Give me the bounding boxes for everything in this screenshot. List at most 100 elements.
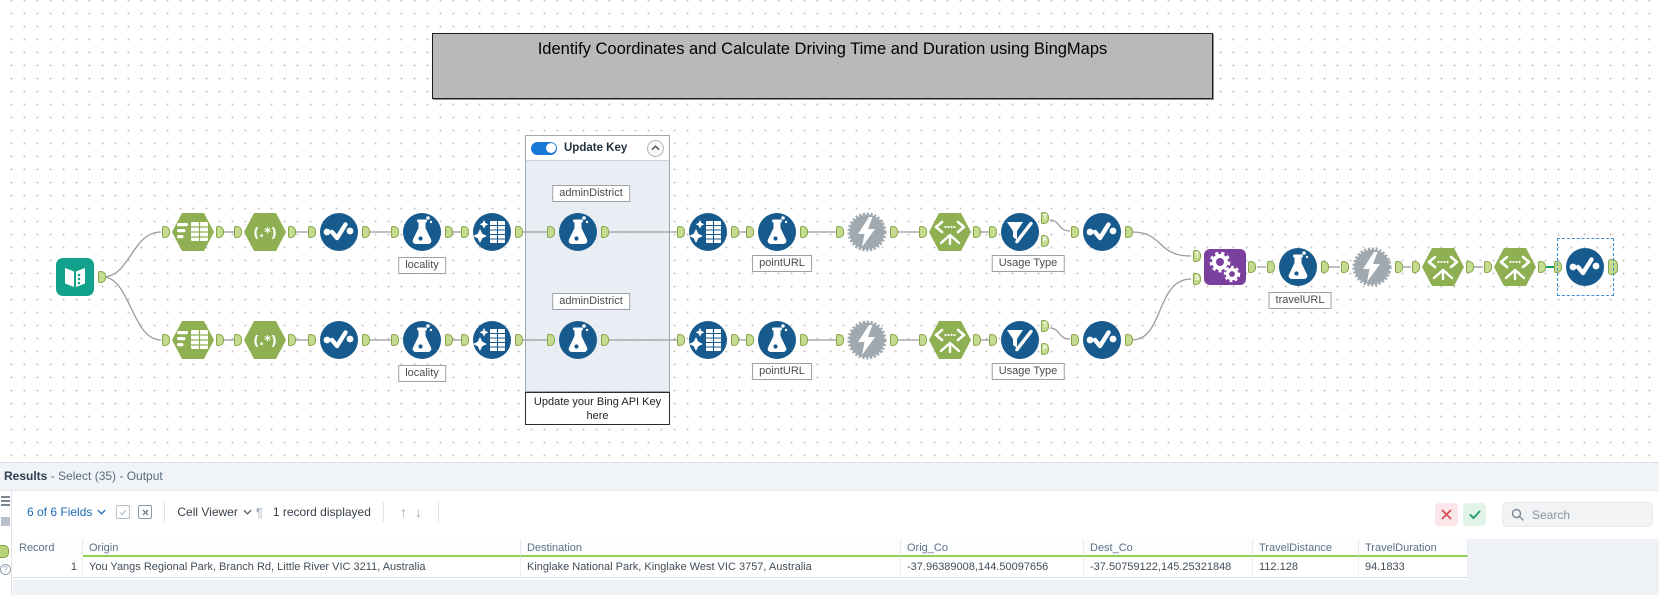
formula-admindistrict-2-tool[interactable] bbox=[547, 320, 609, 360]
column-header[interactable]: TravelDistance bbox=[1253, 539, 1359, 557]
data-cell[interactable]: Kinglake National Park, Kinglake West VI… bbox=[521, 557, 901, 578]
output-anchor[interactable] bbox=[216, 226, 224, 238]
panel-icon[interactable] bbox=[1, 517, 10, 526]
input-anchor[interactable] bbox=[391, 334, 399, 346]
help-icon[interactable]: ? bbox=[0, 564, 11, 575]
formula-pointurl-1-tool[interactable] bbox=[746, 212, 808, 252]
connection-wire[interactable] bbox=[1049, 327, 1071, 340]
input-anchor[interactable] bbox=[1554, 261, 1562, 273]
input-anchor[interactable] bbox=[746, 334, 754, 346]
connection-wire[interactable] bbox=[1049, 219, 1071, 232]
output-anchor[interactable] bbox=[800, 334, 808, 346]
true-output-anchor[interactable]: T bbox=[1041, 320, 1049, 332]
output-anchor[interactable] bbox=[973, 226, 981, 238]
clear-filter-button[interactable] bbox=[1435, 503, 1458, 526]
connection-wire[interactable] bbox=[102, 231, 162, 278]
data-cell[interactable]: -37.50759122,145.25321848 bbox=[1084, 557, 1253, 578]
column-header[interactable]: Orig_Co bbox=[901, 539, 1084, 557]
input-anchor[interactable] bbox=[836, 334, 844, 346]
output-anchor[interactable] bbox=[890, 334, 898, 346]
false-output-anchor[interactable]: F bbox=[1041, 235, 1049, 247]
data-cleansing-4-tool[interactable] bbox=[677, 320, 739, 360]
output-anchor[interactable] bbox=[515, 334, 523, 346]
checkmark-box-icon[interactable] bbox=[116, 505, 131, 519]
formula-admindistrict-1-tool[interactable] bbox=[547, 212, 609, 252]
column-header[interactable]: Origin bbox=[83, 539, 521, 557]
input-anchor[interactable] bbox=[308, 226, 316, 238]
input-anchor[interactable] bbox=[989, 334, 997, 346]
input-anchor[interactable] bbox=[1412, 261, 1420, 273]
output-anchor[interactable] bbox=[1125, 226, 1133, 238]
output-anchor[interactable] bbox=[1125, 334, 1133, 346]
search-box[interactable] bbox=[1502, 502, 1653, 527]
select-4-tool[interactable] bbox=[1071, 320, 1133, 360]
formula-pointurl-2-tool[interactable] bbox=[746, 320, 808, 360]
data-cell[interactable]: 94.1833 bbox=[1359, 557, 1468, 578]
select-1-tool[interactable] bbox=[308, 212, 370, 252]
output-anchor[interactable] bbox=[1395, 261, 1403, 273]
output-anchor[interactable] bbox=[445, 226, 453, 238]
output-anchor[interactable] bbox=[1248, 261, 1256, 273]
output-anchor[interactable] bbox=[800, 226, 808, 238]
input-anchor[interactable] bbox=[234, 226, 242, 238]
text-to-columns-1-tool[interactable] bbox=[162, 212, 224, 252]
output-anchor[interactable] bbox=[601, 334, 609, 346]
data-cleansing-2-tool[interactable] bbox=[677, 212, 739, 252]
regex-1-tool[interactable]: (.*) bbox=[234, 212, 296, 252]
arrow-down-icon[interactable]: ↓ bbox=[414, 504, 422, 520]
output-anchor[interactable] bbox=[1538, 261, 1546, 273]
fields-dropdown[interactable]: 6 of 6 Fields bbox=[27, 505, 106, 519]
connection-wire[interactable] bbox=[1131, 231, 1192, 257]
true-output-anchor[interactable]: T bbox=[1041, 212, 1049, 224]
input-anchor[interactable] bbox=[1484, 261, 1492, 273]
formula-locality-2-tool[interactable] bbox=[391, 320, 453, 360]
text-to-columns-2-tool[interactable] bbox=[919, 212, 981, 252]
input-anchor[interactable] bbox=[1267, 261, 1275, 273]
search-input[interactable] bbox=[1530, 506, 1644, 523]
output-anchor[interactable] bbox=[288, 334, 296, 346]
data-cell[interactable]: -37.96389008,144.50097656 bbox=[901, 557, 1084, 578]
text-to-columns-5-tool[interactable] bbox=[1412, 247, 1474, 287]
input-anchor[interactable] bbox=[391, 226, 399, 238]
input-anchor[interactable] bbox=[162, 226, 170, 238]
output-anchor[interactable] bbox=[890, 226, 898, 238]
enable-toggle[interactable] bbox=[531, 141, 557, 155]
connection-wire[interactable] bbox=[1131, 278, 1192, 341]
input-data-tool[interactable] bbox=[53, 257, 106, 297]
output-anchor[interactable] bbox=[216, 334, 224, 346]
text-to-columns-4-tool[interactable] bbox=[919, 320, 981, 360]
pilcrow-icon[interactable]: ¶ bbox=[255, 504, 263, 520]
output-anchor[interactable] bbox=[362, 334, 370, 346]
output-anchor[interactable] bbox=[973, 334, 981, 346]
data-cell[interactable]: 112.128 bbox=[1253, 557, 1359, 578]
collapse-button[interactable] bbox=[647, 139, 664, 157]
select-2-tool[interactable] bbox=[1071, 212, 1133, 252]
cell-viewer-dropdown[interactable]: Cell Viewer bbox=[177, 505, 252, 519]
record-number-cell[interactable]: 1 bbox=[13, 557, 83, 578]
input-anchor[interactable] bbox=[547, 226, 555, 238]
arrow-up-icon[interactable]: ↑ bbox=[399, 504, 407, 520]
select-3-tool[interactable] bbox=[308, 320, 370, 360]
menu-icon[interactable] bbox=[1, 496, 10, 508]
formula-travelurl-tool[interactable] bbox=[1267, 247, 1329, 287]
target-input-anchor[interactable]: T bbox=[1193, 250, 1201, 262]
input-anchor[interactable] bbox=[461, 226, 469, 238]
column-header[interactable]: Record bbox=[13, 539, 83, 557]
formula-locality-1-tool[interactable] bbox=[391, 212, 453, 252]
output-anchor[interactable] bbox=[362, 226, 370, 238]
input-anchor[interactable] bbox=[836, 226, 844, 238]
text-to-columns-6-tool[interactable] bbox=[1484, 247, 1546, 287]
container-header[interactable]: Update Key bbox=[526, 136, 669, 161]
input-anchor[interactable] bbox=[989, 226, 997, 238]
download-2-tool[interactable] bbox=[836, 320, 898, 360]
connection-wire[interactable] bbox=[102, 276, 162, 341]
output-anchor[interactable] bbox=[731, 226, 739, 238]
input-anchor[interactable] bbox=[162, 334, 170, 346]
connection-anchor-icon[interactable] bbox=[0, 545, 9, 558]
download-3-tool[interactable] bbox=[1341, 247, 1403, 287]
input-anchor[interactable] bbox=[1071, 226, 1079, 238]
column-header[interactable]: Destination bbox=[521, 539, 901, 557]
input-anchor[interactable] bbox=[677, 334, 685, 346]
